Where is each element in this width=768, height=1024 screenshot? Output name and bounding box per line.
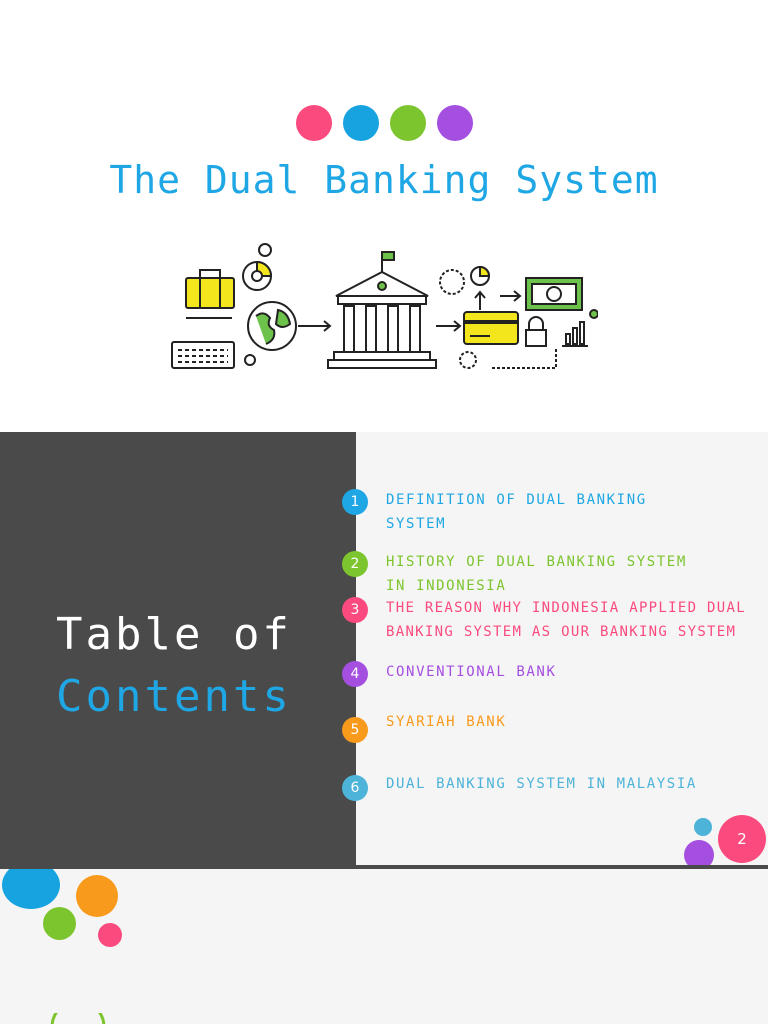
slide-divider [0, 865, 768, 869]
toc-item-label: Definition of Dual Banking System [386, 492, 647, 532]
toc-slide: Table of Contents 1 Definition of Dual B… [0, 432, 768, 870]
toc-item-4[interactable]: 4 Conventional Bank [342, 660, 768, 687]
credit-card-icon [463, 311, 519, 345]
keyboard-icon [171, 341, 235, 369]
pie-chart-icon [439, 265, 491, 295]
globe-icon [244, 301, 297, 366]
toc-heading-line2: Contents [56, 671, 292, 722]
toc-item-6[interactable]: 6 Dual Banking System in Malaysia [342, 774, 768, 801]
toc-item-1[interactable]: 1 Definition of Dual Banking System [342, 488, 686, 536]
briefcase-icon [185, 269, 235, 309]
banking-illustration [171, 243, 598, 369]
bar-chart-icon [562, 321, 588, 347]
toc-item-2[interactable]: 2 History of Dual Banking System in Indo… [342, 550, 716, 598]
toc-heading-panel: Table of Contents [0, 432, 356, 868]
toc-number-badge: 3 [342, 597, 368, 623]
toc-number-badge: 4 [342, 661, 368, 687]
toc-item-label: Syariah Bank [386, 714, 507, 730]
toc-number-badge: 5 [342, 717, 368, 743]
toc-item-label: Conventional Bank [386, 664, 557, 680]
toc-item-3[interactable]: 3 The reason why Indonesia applied dual … [342, 596, 768, 644]
green-dot [390, 105, 426, 141]
toc-heading-line1: Table of [56, 609, 292, 660]
decorative-dot [2, 869, 60, 909]
decorative-dot [76, 875, 118, 917]
toc-item-label: Dual Banking System in Malaysia [386, 776, 697, 792]
lock-icon [525, 316, 547, 347]
decorative-dots [296, 105, 473, 141]
bank-building-icon [327, 251, 437, 369]
title-slide: The Dual Banking System [0, 0, 768, 432]
page-number-badge: 2 [718, 815, 766, 863]
toc-item-label: The reason why Indonesia applied dual ba… [386, 600, 746, 640]
blue-dot [343, 105, 379, 141]
toc-item-label: History of Dual Banking System in Indone… [386, 554, 687, 594]
toc-number-badge: 2 [342, 551, 368, 577]
banknote-icon [525, 277, 583, 311]
purple-dot [437, 105, 473, 141]
toc-number-badge: 6 [342, 775, 368, 801]
pink-dot [296, 105, 332, 141]
decorative-dot [98, 923, 122, 947]
toc-number-badge: 1 [342, 489, 368, 515]
decorative-dot [694, 818, 712, 836]
decorative-dot [43, 907, 76, 940]
toc-heading: Table of Contents [56, 604, 292, 728]
slide-title: The Dual Banking System [109, 158, 659, 202]
pie-chart-icon [242, 243, 273, 291]
toc-item-5[interactable]: 5 Syariah Bank [342, 714, 768, 743]
partial-logo-icon [50, 1013, 106, 1024]
next-slide-preview [0, 869, 768, 1024]
